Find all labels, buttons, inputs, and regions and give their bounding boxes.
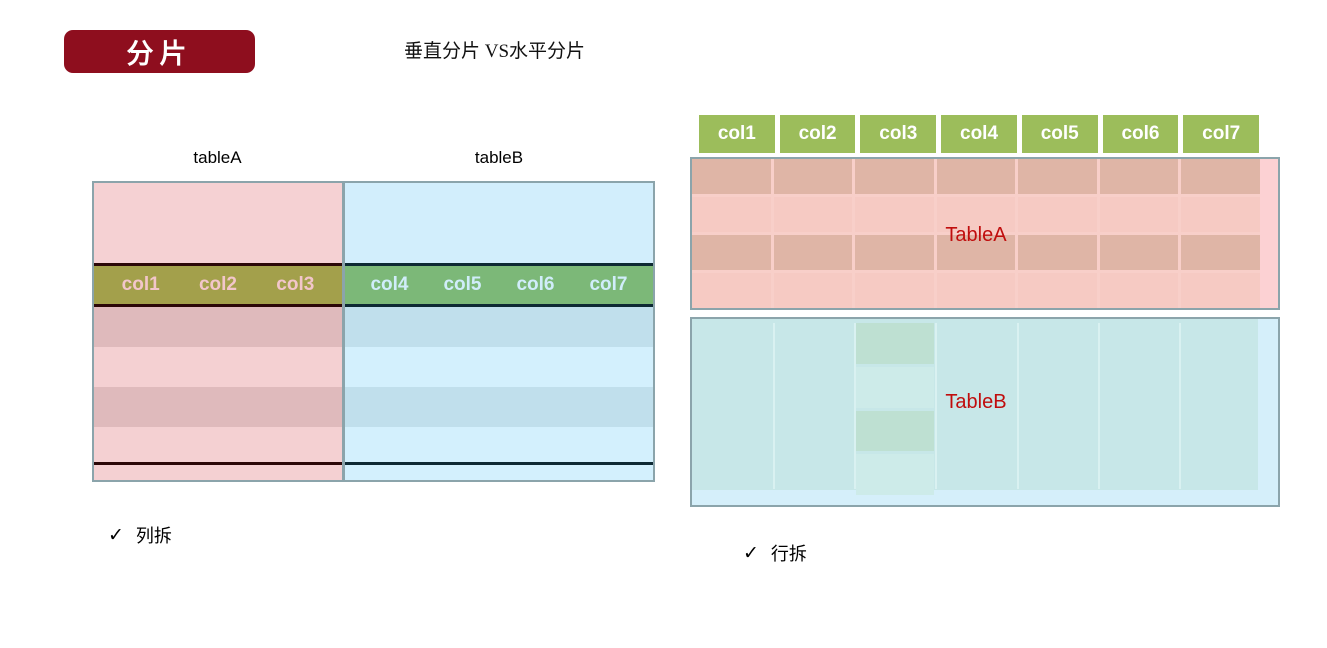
tableb-column-divider [1098,323,1100,489]
horizontal-header-row: col1 col2 col3 col4 col5 col6 col7 [699,115,1260,153]
tablea-grid-cell [936,159,1016,194]
tablea-header-row: col1 col2 col3 [94,266,342,304]
tableb-data-row [345,347,653,387]
tablea-col2: col2 [198,274,237,295]
title-badge-text: 分片 [126,39,193,69]
tablea-grid-cell [936,235,1016,270]
vertical-split-diagram: col1 col2 col3 col4 col5 col6 col7 [92,181,655,482]
tablea-grid-cell [936,273,1016,308]
tablea-col1: col1 [121,274,160,295]
header-col6: col6 [1102,115,1179,153]
header-col1: col1 [699,115,775,153]
check-icon: ✓ [743,542,759,564]
tablea-grid-cell [773,159,853,194]
tablea-grid-cell [1181,235,1260,270]
tablea-grid-cell [855,197,934,232]
tableb-col4: col4 [370,274,409,295]
tableb-column-divider [1179,323,1181,489]
tablea-grid-cell [1181,273,1260,308]
tablea-grid-cell [773,273,853,308]
tablea-grid-cell [1018,197,1097,232]
horizontal-tablea-label: TableA [945,224,1007,246]
tablea-grid-cell [1181,197,1260,232]
check-icon: ✓ [108,524,124,546]
tableb-divider-line [345,263,653,266]
tablea-grid-cell [855,273,934,308]
header-col4: col4 [941,115,1017,153]
tablea-data-row [94,427,342,462]
tablea-grid-cell [692,159,771,194]
tablea-grid-cell [692,197,771,232]
horizontal-tablea-grid [692,159,1260,308]
tablea-grid-cell [1099,273,1179,308]
tableb-column-divider [935,323,937,489]
tableb-data-row [345,427,653,462]
tablea-divider-line [94,304,342,307]
tableb-col6: col6 [516,274,555,295]
tableb-col5: col5 [443,274,482,295]
header-col5: col5 [1021,115,1098,153]
tableb-data-row [345,307,653,347]
tablea-grid-cell [1018,273,1097,308]
tablea-bottom-strip [94,465,342,480]
tablea-grid-cell [1099,159,1179,194]
tablea-grid-cell [1099,197,1179,232]
tablea-grid-cell [1181,159,1260,194]
tableb-bottom-line [345,462,653,465]
tableb-highlight-cell [856,323,934,364]
tablea-col3: col3 [276,274,315,295]
tableb-column-divider [773,323,775,489]
tableb-plain-cell [856,454,934,495]
tableb-column-divider [1017,323,1019,489]
tablea-grid-cell [692,273,771,308]
tableb-header-row: col4 col5 col6 col7 [345,266,653,304]
horizontal-caption-text: 行拆 [770,544,807,564]
tableb-top-band [345,183,653,263]
tablea-grid-cell [1099,235,1179,270]
tableb-col7: col7 [589,274,628,295]
vertical-caption: ✓ 列拆 [108,522,172,548]
tableb-column-divider [854,323,856,489]
tableb-divider-line [345,304,653,307]
subtitle: 垂直分片 VS水平分片 [404,41,586,62]
tableb-right-margin [1258,319,1278,490]
horizontal-tableb-block: TableB [690,317,1280,507]
tableb-data-row [345,387,653,427]
tableb-highlight-cell [856,410,934,452]
horizontal-tablea-block: TableA [690,157,1280,310]
tablea-grid-cell [1018,159,1097,194]
vertical-tableb-label: tableB [474,148,524,167]
tableb-plain-cell [856,366,934,408]
tablea-top-band [94,183,342,263]
tablea-divider-line [94,263,342,266]
tablea-bottom-line [94,462,342,465]
tablea-grid-cell [1018,235,1097,270]
tablea-data-row [94,347,342,387]
tablea-data-row [94,387,342,427]
tableb-bottom-margin [692,490,1278,505]
vertical-tablea-label: tableA [193,148,242,167]
vertical-tableb-half: col4 col5 col6 col7 [345,183,653,480]
header-col7: col7 [1183,115,1260,153]
tablea-data-row [94,307,342,347]
vertical-split-divider [342,183,345,480]
horizontal-tableb-label: TableB [945,391,1007,413]
tableb-bottom-strip [345,465,653,480]
tablea-grid-cell [936,197,1016,232]
header-col2: col2 [779,115,856,153]
title-badge: 分片 [64,30,255,73]
horizontal-caption: ✓ 行拆 [743,540,807,566]
tablea-grid-cell [855,159,934,194]
header-col3: col3 [860,115,937,153]
tablea-grid-cell [692,235,771,270]
vertical-tablea-half: col1 col2 col3 [94,183,342,480]
tablea-grid-cell [773,235,853,270]
tableb-col3-cells [856,323,934,495]
tablea-grid-cell [773,197,853,232]
tablea-grid-cell [855,235,934,270]
vertical-caption-text: 列拆 [135,526,172,546]
